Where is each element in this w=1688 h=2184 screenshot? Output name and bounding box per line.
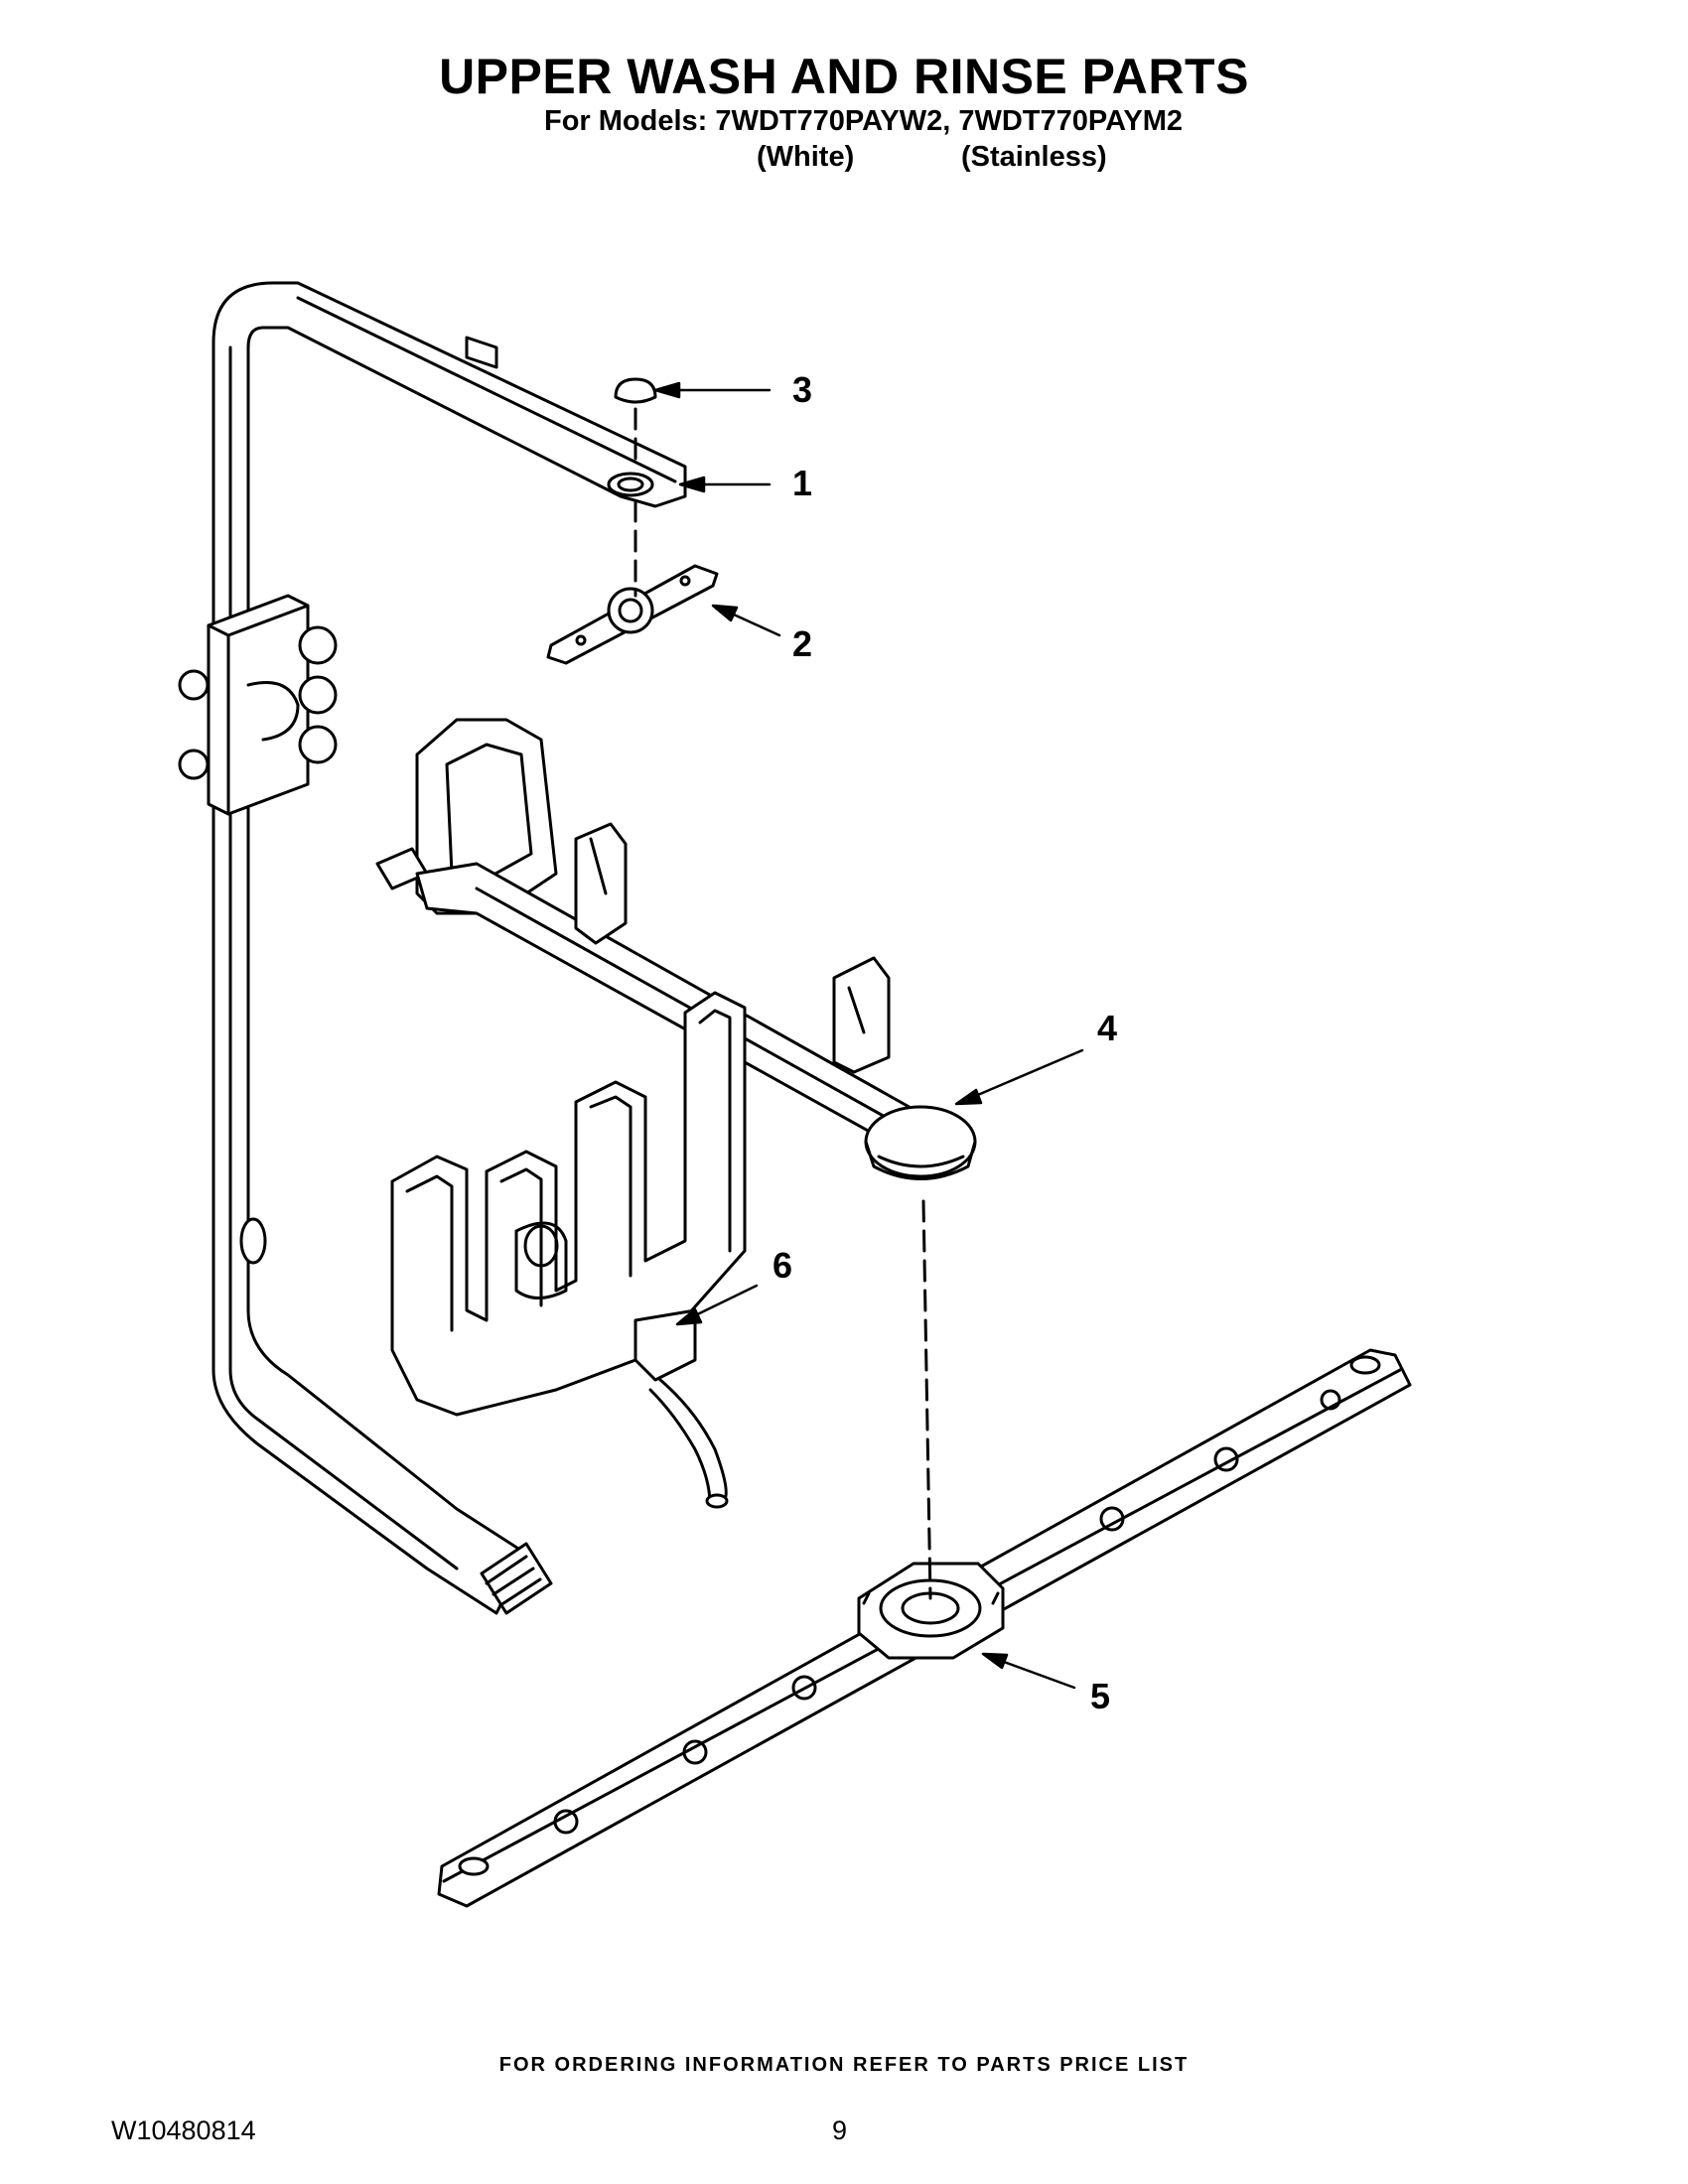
variant-white-label: (White) — [757, 141, 855, 173]
leader-lines — [653, 381, 1084, 1690]
part-4-upper-spray-arm-assembly — [375, 718, 977, 1180]
ordering-note: FOR ORDERING INFORMATION REFER TO PARTS … — [498, 2054, 1190, 2076]
variant-stainless-label: (Stainless) — [961, 141, 1107, 173]
assembly-dash-lines — [633, 407, 932, 1600]
page-title: UPPER WASH AND RINSE PARTS — [439, 49, 1249, 104]
part-5-lower-spray-arm — [437, 1348, 1412, 1908]
leader-line-4 — [964, 1048, 1084, 1102]
callout-5: 5 — [1090, 1676, 1111, 1716]
part-6-rear-spray — [390, 991, 747, 1509]
callout-6: 6 — [773, 1245, 793, 1286]
part-3-cap — [614, 377, 657, 404]
part-1-upper-supply-tube — [178, 281, 687, 1615]
callout-4: 4 — [1097, 1008, 1118, 1048]
document-number: W10480814 — [111, 2116, 256, 2145]
page-number: 9 — [832, 2116, 848, 2145]
callout-3: 3 — [792, 369, 813, 410]
callout-1: 1 — [792, 463, 813, 503]
part-2-manifold — [546, 564, 719, 665]
leader-line-5 — [991, 1656, 1076, 1690]
callout-2: 2 — [792, 623, 813, 664]
models-line: For Models: 7WDT770PAYW2, 7WDT770PAYM2 — [544, 105, 1183, 137]
